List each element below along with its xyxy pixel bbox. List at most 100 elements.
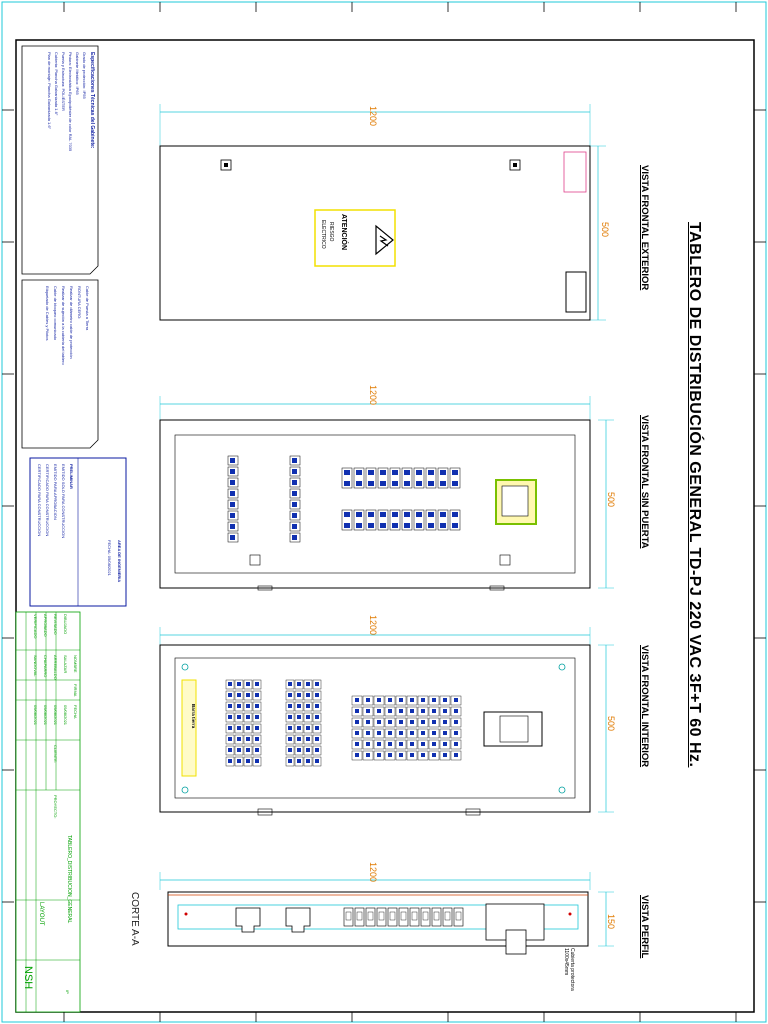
breaker-toggle — [288, 682, 292, 686]
tb-col-fecha: FECHA — [73, 705, 78, 719]
breaker-toggle — [399, 753, 403, 757]
breaker-toggle — [440, 470, 446, 475]
breaker-toggle — [255, 682, 259, 686]
profile-note: Cubierta protectora 1100x45mm — [563, 948, 575, 991]
breaker-toggle — [392, 470, 398, 475]
breaker-toggle — [246, 682, 250, 686]
breaker-toggle — [366, 709, 370, 713]
approval-date: FECHA: 09/08/2021 — [107, 540, 112, 576]
breaker-toggle — [306, 693, 310, 697]
breaker-toggle — [454, 720, 458, 724]
warning-line1: RIESGO — [328, 222, 334, 242]
breaker-toggle — [410, 698, 414, 702]
breaker-toggle — [399, 731, 403, 735]
breaker-toggle — [421, 698, 425, 702]
breaker-toggle — [288, 715, 292, 719]
breaker-toggle — [392, 523, 398, 528]
breaker-toggle — [288, 704, 292, 708]
breaker-toggle — [306, 759, 310, 763]
lock-icon — [509, 159, 521, 171]
spec-item: Gabinete Metálico: IP65 — [75, 52, 80, 95]
breaker-toggle — [237, 748, 241, 752]
breaker-module — [353, 509, 365, 531]
left-notes-panels — [15, 45, 127, 1013]
tb-role: REVISADO — [53, 614, 58, 635]
breaker-toggle — [230, 535, 235, 540]
breaker-toggle — [366, 720, 370, 724]
breaker-toggle — [237, 737, 241, 741]
breaker-toggle — [421, 742, 425, 746]
breaker-toggle — [355, 731, 359, 735]
breaker-toggle — [454, 709, 458, 713]
breaker-toggle — [433, 911, 440, 921]
breaker-toggle — [440, 523, 446, 528]
breaker-module — [401, 467, 413, 489]
breaker-toggle — [306, 726, 310, 730]
breaker-toggle — [246, 759, 250, 763]
breaker-toggle — [452, 512, 458, 517]
breaker-module — [449, 509, 461, 531]
breaker-toggle — [344, 523, 350, 528]
dim-height-interior: 500 — [606, 716, 616, 732]
breaker-toggle — [255, 726, 259, 730]
spec-item: Puerta y Estructura: POLIÉSTER — [61, 52, 66, 111]
breaker-toggle — [377, 698, 381, 702]
tb-code: NSH — [22, 966, 34, 990]
view-sin-puerta — [159, 396, 614, 591]
breaker-module — [437, 509, 449, 531]
breaker-toggle — [411, 911, 418, 921]
breaker-toggle — [292, 469, 297, 474]
breaker-toggle — [368, 470, 374, 475]
breaker-toggle — [306, 704, 310, 708]
breaker-toggle — [416, 512, 422, 517]
breaker-toggle — [345, 911, 352, 921]
breaker-toggle — [392, 512, 398, 517]
breaker-toggle — [389, 911, 396, 921]
breaker-toggle — [288, 748, 292, 752]
breaker-toggle — [428, 481, 434, 486]
breaker-toggle — [422, 911, 429, 921]
breaker-toggle — [246, 748, 250, 752]
breaker-toggle — [292, 502, 297, 507]
breaker-toggle — [230, 469, 235, 474]
breaker-module — [413, 467, 425, 489]
approval-header: PRELIMINAR — [69, 464, 74, 489]
breaker-toggle — [228, 693, 232, 697]
breaker-toggle — [255, 715, 259, 719]
breaker-toggle — [228, 704, 232, 708]
view-exterior — [159, 104, 606, 321]
breaker-module — [449, 467, 461, 489]
breaker-module — [377, 467, 389, 489]
breaker-toggle — [228, 737, 232, 741]
breaker-toggle — [237, 682, 241, 686]
breaker-toggle — [230, 513, 235, 518]
breaker-toggle — [230, 480, 235, 485]
breaker-toggle — [368, 512, 374, 517]
breaker-toggle — [367, 911, 374, 921]
note-item: RONTURA CERO: — [77, 286, 82, 320]
breaker-toggle — [237, 759, 241, 763]
tb-project-label: PROYECTO: — [53, 795, 58, 819]
tb-name: SALAZAR — [63, 655, 68, 674]
spec-item: Plan de montaje: Plancha Galvanizada 1.6… — [47, 52, 52, 130]
tb-role: VERIFICADO — [33, 614, 38, 639]
breaker-toggle — [428, 470, 434, 475]
vent-grille — [563, 151, 587, 193]
breaker-toggle — [246, 726, 250, 730]
breaker-toggle — [432, 709, 436, 713]
breaker-toggle — [366, 742, 370, 746]
breaker-toggle — [366, 753, 370, 757]
approval-option: EMITIDO SOLO PARA CONSTRUCCION — [61, 464, 66, 539]
breaker-toggle — [388, 709, 392, 713]
breaker-toggle — [237, 704, 241, 708]
gland — [499, 554, 511, 566]
tb-client-label: CLIENTE: — [53, 745, 58, 764]
approval-area: AREA DE INGENIERIA — [117, 540, 122, 583]
breaker-toggle — [410, 731, 414, 735]
breaker-module — [425, 509, 437, 531]
breaker-toggle — [410, 720, 414, 724]
dim-height-sin-puerta: 500 — [606, 492, 616, 508]
breaker-toggle — [297, 737, 301, 741]
breaker-toggle — [246, 715, 250, 719]
